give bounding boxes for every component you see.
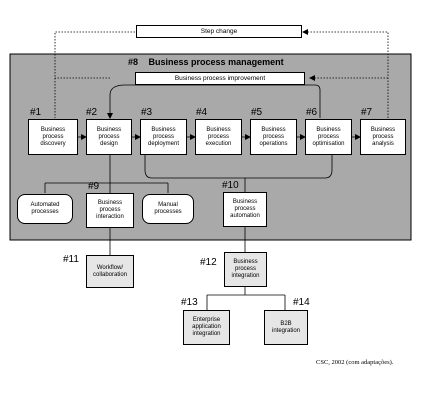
manual-processes-label: Manual processes	[154, 202, 182, 215]
integration-number: #12	[200, 257, 217, 268]
stage-4-execution: Business process execution	[195, 119, 242, 155]
manual-processes-box: Manual processes	[142, 194, 194, 224]
bpm-title-row: #8 Business process management	[128, 57, 284, 68]
b2b-number: #14	[293, 297, 310, 308]
eai-box: Enterprise application integration	[183, 310, 230, 345]
stage-3-number: #3	[141, 107, 153, 118]
stage-2-design: Business process design	[86, 119, 132, 155]
stage-3-label: Business process deployment	[147, 126, 180, 147]
interaction-box: Business process interaction	[86, 193, 134, 228]
interaction-label: Business process interaction	[96, 200, 124, 220]
stage-6-label: Business process optimisation	[312, 126, 345, 147]
source-caption: CSC, 2002 (com adaptações).	[316, 359, 394, 366]
tree-connectors	[44, 155, 286, 310]
stage-3-deployment: Business process deployment	[140, 119, 187, 155]
step-change-dotted-lines	[54, 29, 389, 118]
stage-2-label: Business process design	[96, 126, 122, 147]
stage-2-number: #2	[86, 107, 98, 118]
automated-processes-label: Automated processes	[30, 202, 60, 215]
workflow-label: Workflow/ collaboration	[92, 264, 128, 278]
interaction-number: #9	[88, 181, 100, 192]
stage-6-optimisation: Business process optimisation	[305, 119, 352, 155]
stage-5-number: #5	[251, 107, 263, 118]
workflow-box: Workflow/ collaboration	[86, 255, 134, 288]
stage-4-number: #4	[196, 107, 208, 118]
automation-number: #10	[222, 180, 239, 191]
workflow-number: #11	[63, 254, 79, 265]
step-change-box: Step change	[136, 25, 302, 38]
improvement-label: Business process improvement	[174, 75, 266, 82]
stage-1-discovery: Business process discovery	[28, 119, 78, 155]
automation-box: Business process automation	[223, 192, 267, 227]
stage-7-label: Business process analysis	[370, 126, 396, 147]
stage-7-number: #7	[361, 107, 373, 118]
b2b-box: B2B integration	[264, 310, 308, 345]
stage-1-label: Business process discovery	[40, 126, 66, 147]
stage-4-label: Business process execution	[205, 126, 232, 147]
integration-label: Business process integration	[231, 259, 260, 279]
automation-label: Business process automation	[230, 199, 260, 219]
step-change-label: Step change	[200, 28, 238, 35]
stage-5-operations: Business process operations	[250, 119, 297, 155]
stage-1-number: #1	[30, 107, 42, 118]
stage-5-label: Business process operations	[259, 126, 288, 147]
bpm-number: #8	[128, 57, 139, 67]
stage-6-number: #6	[306, 107, 318, 118]
b2b-label: B2B integration	[271, 320, 301, 334]
automated-processes-box: Automated processes	[17, 194, 73, 224]
stage-7-analysis: Business process analysis	[360, 119, 406, 155]
improvement-loop	[107, 84, 333, 179]
eai-number: #13	[181, 297, 198, 308]
bpm-title: Business process management	[148, 57, 284, 67]
eai-label: Enterprise application integration	[192, 317, 221, 337]
integration-box: Business process integration	[224, 252, 267, 287]
improvement-box: Business process improvement	[135, 72, 305, 85]
